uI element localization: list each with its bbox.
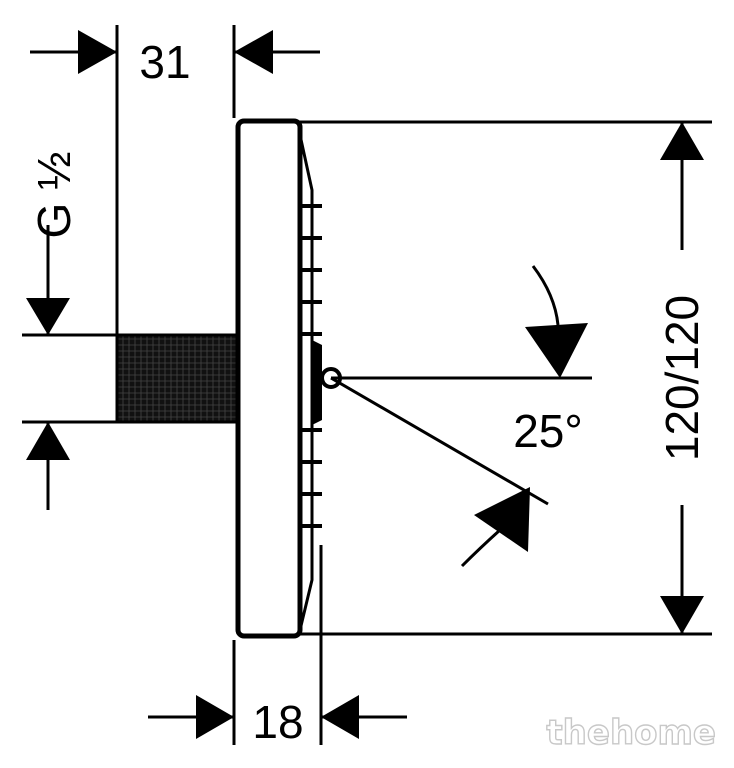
threaded-connector bbox=[115, 333, 241, 424]
dimension-thread: G ½ bbox=[28, 152, 80, 239]
shower-head-body bbox=[235, 118, 342, 639]
dimension-body-depth: 31 bbox=[139, 36, 190, 88]
angle-lines bbox=[330, 376, 592, 506]
dimension-head-size: 120/120 bbox=[656, 295, 708, 461]
angle-arrow-bottom bbox=[460, 487, 530, 568]
nozzle-marks bbox=[300, 204, 322, 528]
watermark-logo: thehome bbox=[546, 713, 716, 753]
dimension-plate-thickness: 18 bbox=[252, 696, 303, 748]
angle-arrow-top bbox=[525, 265, 588, 378]
dimension-arrows bbox=[26, 30, 704, 739]
dimension-tilt-angle: 25° bbox=[513, 405, 583, 457]
extension-lines bbox=[22, 25, 712, 745]
